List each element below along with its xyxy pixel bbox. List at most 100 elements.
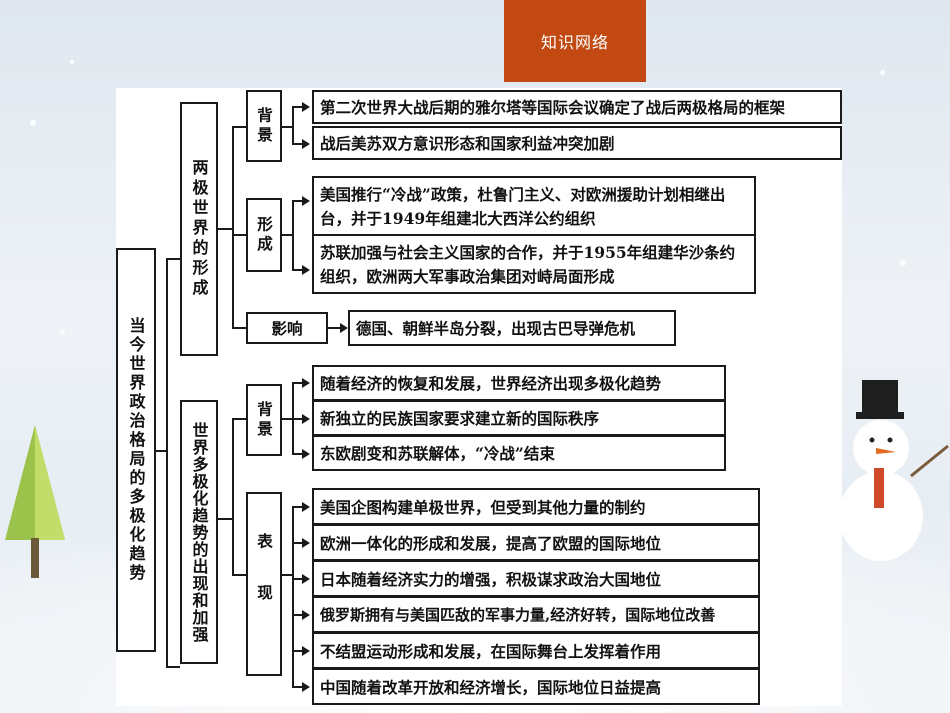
root-topic: 当今世界政治格局的多极化趋势	[116, 248, 156, 652]
snow-dot	[880, 70, 885, 75]
item-text: 中国随着改革开放和经济增长，国际地位日益提高	[320, 677, 662, 697]
connector	[292, 200, 294, 270]
item-text: 苏联加强与社会主义国家的合作，并于1955年组建华沙条约组织，欧洲两大军事政治集…	[320, 243, 736, 286]
connector	[282, 574, 292, 576]
connector	[156, 450, 166, 452]
label-background-1-text: 背景	[255, 106, 274, 146]
connector	[292, 418, 302, 420]
item-text: 新独立的民族国家要求建立新的国际秩序	[320, 409, 600, 428]
item-box: 苏联加强与社会主义国家的合作，并于1955年组建华沙条约组织，欧洲两大军事政治集…	[312, 234, 756, 294]
connector	[218, 228, 232, 230]
arrow-icon	[302, 139, 310, 149]
arrow-icon	[302, 502, 310, 512]
connector	[232, 327, 246, 329]
label-impact-text: 影响	[271, 319, 303, 338]
snow-dot	[70, 60, 74, 64]
snow-dot	[60, 330, 65, 335]
item-box: 中国随着改革开放和经济增长，国际地位日益提高	[312, 668, 760, 705]
item-text: 第二次世界大战后期的雅尔塔等国际会议确定了战后两极格局的框架	[320, 98, 786, 117]
item-text: 不结盟运动形成和发展，在国际舞台上发挥着作用	[320, 641, 662, 661]
connector	[292, 506, 294, 688]
arrow-icon	[302, 682, 310, 692]
arrow-icon	[302, 196, 310, 206]
arrow-icon	[302, 538, 310, 548]
branch-multipolar-world-label: 世界多极化趋势的出现和加强	[189, 421, 209, 643]
item-box: 日本随着经济实力的增强，积极谋求政治大国地位	[312, 560, 760, 597]
connector	[232, 126, 234, 328]
connector	[232, 234, 246, 236]
connector	[232, 418, 234, 574]
label-impact: 影响	[246, 312, 328, 344]
arrow-icon	[302, 378, 310, 388]
connector	[292, 453, 302, 455]
connector	[292, 650, 302, 652]
item-box: 随着经济的恢复和发展，世界经济出现多极化趋势	[312, 365, 726, 401]
christmas-tree-icon	[5, 425, 65, 578]
arrow-icon	[302, 449, 310, 459]
arrow-icon	[340, 323, 348, 333]
connector	[282, 126, 292, 128]
arrow-icon	[302, 102, 310, 112]
connector	[292, 200, 302, 202]
connector	[232, 574, 246, 576]
item-text: 德国、朝鲜半岛分裂，出现古巴导弹危机	[356, 319, 636, 338]
connector	[292, 614, 302, 616]
label-background-1: 背景	[246, 90, 282, 162]
connector	[292, 269, 302, 271]
label-formation-text: 形成	[255, 215, 274, 255]
connector	[232, 418, 246, 420]
item-box: 不结盟运动形成和发展，在国际舞台上发挥着作用	[312, 632, 760, 669]
item-text: 俄罗斯拥有与美国匹敌的军事力量,经济好转，国际地位改善	[320, 606, 716, 624]
item-box: 东欧剧变和苏联解体，“冷战”结束	[312, 435, 726, 471]
item-box: 俄罗斯拥有与美国匹敌的军事力量,经济好转，国际地位改善	[312, 596, 760, 633]
root-topic-label: 当今世界政治格局的多极化趋势	[126, 317, 146, 583]
item-box: 新独立的民族国家要求建立新的国际秩序	[312, 400, 726, 436]
arrow-icon	[302, 610, 310, 620]
connector	[292, 106, 302, 108]
connector	[292, 686, 302, 688]
connector	[166, 666, 180, 668]
connector	[232, 126, 246, 128]
connector	[292, 542, 302, 544]
label-background-2: 背景	[246, 384, 282, 456]
section-title: 知识网络	[504, 0, 646, 82]
item-box: 战后美苏双方意识形态和国家利益冲突加剧	[312, 126, 842, 160]
item-text: 东欧剧变和苏联解体，“冷战”结束	[320, 444, 555, 463]
item-box: 第二次世界大战后期的雅尔塔等国际会议确定了战后两极格局的框架	[312, 90, 842, 124]
connector	[292, 106, 294, 144]
knowledge-network-diagram: 当今世界政治格局的多极化趋势 两极世界的形成 背景 第二次世界大战后期的雅尔塔等…	[116, 88, 842, 706]
item-box: 美国推行“冷战”政策，杜鲁门主义、对欧洲援助计划相继出台，并于1949年组建北大…	[312, 176, 756, 236]
connector	[166, 258, 168, 668]
connector	[292, 506, 302, 508]
connector	[166, 258, 180, 260]
item-text: 随着经济的恢复和发展，世界经济出现多极化趋势	[320, 374, 662, 393]
item-text: 日本随着经济实力的增强，积极谋求政治大国地位	[320, 569, 662, 589]
label-manifestation: 表现	[246, 492, 282, 676]
connector	[282, 418, 292, 420]
item-text: 美国企图构建单极世界，但受到其他力量的制约	[320, 497, 646, 517]
branch-bipolar-world: 两极世界的形成	[180, 102, 218, 356]
item-text: 战后美苏双方意识形态和国家利益冲突加剧	[320, 134, 615, 153]
arrow-icon	[302, 265, 310, 275]
connector	[292, 578, 302, 580]
connector	[292, 382, 302, 384]
label-formation: 形成	[246, 198, 282, 272]
connector	[282, 234, 292, 236]
branch-multipolar-world: 世界多极化趋势的出现和加强	[180, 400, 218, 664]
label-background-2-text: 背景	[255, 400, 274, 440]
arrow-icon	[302, 646, 310, 656]
item-text: 美国推行“冷战”政策，杜鲁门主义、对欧洲援助计划相继出台，并于1949年组建北大…	[320, 185, 726, 228]
snowman-icon	[839, 380, 949, 561]
snow-dot	[900, 260, 906, 266]
connector	[218, 518, 232, 520]
item-text: 欧洲一体化的形成和发展，提高了欧盟的国际地位	[320, 533, 662, 553]
item-box: 德国、朝鲜半岛分裂，出现古巴导弹危机	[348, 310, 676, 346]
item-box: 欧洲一体化的形成和发展，提高了欧盟的国际地位	[312, 524, 760, 561]
snow-dot	[30, 120, 36, 126]
branch-bipolar-world-label: 两极世界的形成	[189, 159, 209, 299]
arrow-icon	[302, 574, 310, 584]
connector	[292, 143, 302, 145]
label-manifestation-text: 表现	[255, 532, 274, 636]
item-box: 美国企图构建单极世界，但受到其他力量的制约	[312, 488, 760, 525]
arrow-icon	[302, 414, 310, 424]
